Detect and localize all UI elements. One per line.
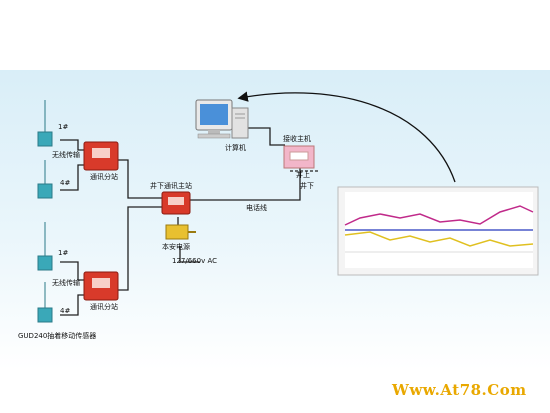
- cable-label: 电话线: [246, 204, 267, 212]
- line-sub2-main: [118, 206, 162, 291]
- sensor-label-1b: 1#: [58, 249, 69, 257]
- antenna-sensor-icon: [37, 100, 53, 323]
- power-supply-label: 本安电源: [162, 243, 190, 251]
- line-s5-sub2: [60, 261, 84, 281]
- sensor-label-4b: 4#: [60, 307, 71, 315]
- line-main-host: [190, 168, 301, 201]
- voltage-label: 127/660v AC: [172, 257, 218, 265]
- wireless-sensor-label-top: 无线传输: [52, 151, 80, 159]
- data-flow-arrow: [237, 91, 456, 183]
- receiver-host-icon: [283, 145, 315, 169]
- line-power-ac: [179, 246, 200, 263]
- receiver-host-label: 接收主机: [283, 135, 311, 143]
- substation-label-bottom: 通讯分站: [90, 303, 118, 311]
- line-pc-host: [237, 127, 285, 146]
- computer-label: 计算机: [225, 144, 246, 152]
- device-model-label: GUD240抽着移动传感器: [18, 332, 97, 340]
- line-s8-sub2: [60, 294, 84, 316]
- connection-lines: [60, 127, 320, 316]
- sensor-label-4: 4#: [60, 179, 71, 187]
- well-up-label: 井上: [296, 171, 310, 179]
- chart-screenshot-icon: [337, 186, 539, 276]
- substation-icon: [83, 141, 119, 301]
- substation-label-top: 通讯分站: [90, 173, 118, 181]
- sensor-label-1: 1#: [58, 123, 69, 131]
- brand-watermark: Www.At78.Com: [392, 381, 527, 399]
- power-supply-icon: [165, 224, 196, 240]
- well-down-label: 井下: [300, 182, 314, 190]
- line-sub1-main: [118, 159, 162, 199]
- line-s4-sub1: [60, 164, 84, 191]
- desktop-computer-icon: [195, 99, 249, 139]
- line-s1-sub1: [60, 139, 84, 151]
- underground-station-icon: [161, 191, 191, 215]
- wireless-sensor-label-bottom: 无线传输: [52, 279, 80, 287]
- underground-station-label: 井下通讯主站: [150, 182, 192, 190]
